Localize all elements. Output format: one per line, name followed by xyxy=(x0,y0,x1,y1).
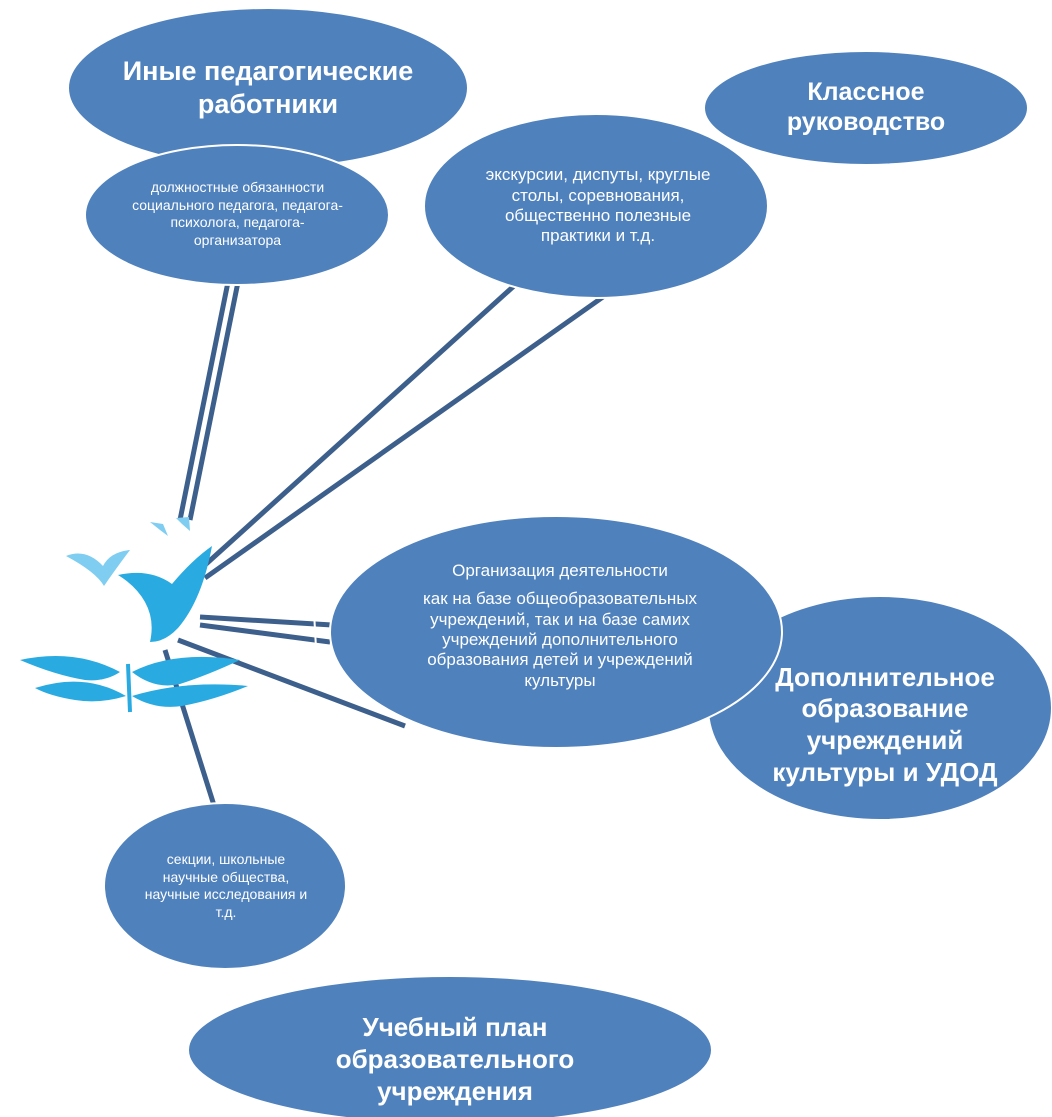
ellipse-additional-description xyxy=(329,515,783,749)
ellipse-curriculum xyxy=(187,975,713,1117)
class-management-description-text: экскурсии, диспуты, круглые столы, сорев… xyxy=(485,165,711,246)
connector-other-staff-a xyxy=(177,281,231,521)
additional-education-description: Организация деятельности как на базе общ… xyxy=(410,532,710,720)
other-staff-description: должностные обязанности социального педа… xyxy=(130,168,345,260)
connector-class-b xyxy=(203,289,612,581)
other-staff-description-text: должностные обязанности социального педа… xyxy=(132,179,343,248)
additional-education-title-text: Дополнительное образование учреждений ку… xyxy=(772,661,998,787)
connector-curriculum-b xyxy=(177,637,406,729)
connector-class-a xyxy=(203,283,517,567)
curriculum-title: Учебный план образовательного учреждения xyxy=(330,1010,580,1110)
curriculum-description: секции, школьные научные общества, научн… xyxy=(140,840,312,932)
curriculum-description-text: секции, школьные научные общества, научн… xyxy=(144,851,308,920)
connector-break xyxy=(313,611,317,649)
ellipse-class-description xyxy=(423,113,769,299)
birds-over-open-book-icon xyxy=(20,517,248,713)
other-staff-title: Иные педагогические работники xyxy=(118,38,418,138)
connectors xyxy=(162,281,612,819)
connector-additional-a xyxy=(199,614,333,628)
additional-education-description-heading: Организация деятельности xyxy=(452,560,668,580)
other-staff-title-text: Иные педагогические работники xyxy=(122,56,414,119)
curriculum-title-text: Учебный план образовательного учреждения xyxy=(335,1012,575,1106)
class-management-title-text: Классное руководство xyxy=(786,77,946,137)
class-management-description: экскурсии, диспуты, круглые столы, сорев… xyxy=(480,140,716,272)
ellipse-curriculum-description xyxy=(103,802,347,970)
connector-additional-b xyxy=(199,622,331,645)
class-management-title: Классное руководство xyxy=(770,72,962,142)
additional-education-description-text: как на базе общеобразовательных учрежден… xyxy=(422,589,698,690)
ellipse-other-staff-description xyxy=(84,144,390,286)
ellipse-class-management xyxy=(703,50,1029,166)
connector-other-staff-b xyxy=(187,281,241,521)
additional-education-title: Дополнительное образование учреждений ку… xyxy=(760,650,1010,800)
